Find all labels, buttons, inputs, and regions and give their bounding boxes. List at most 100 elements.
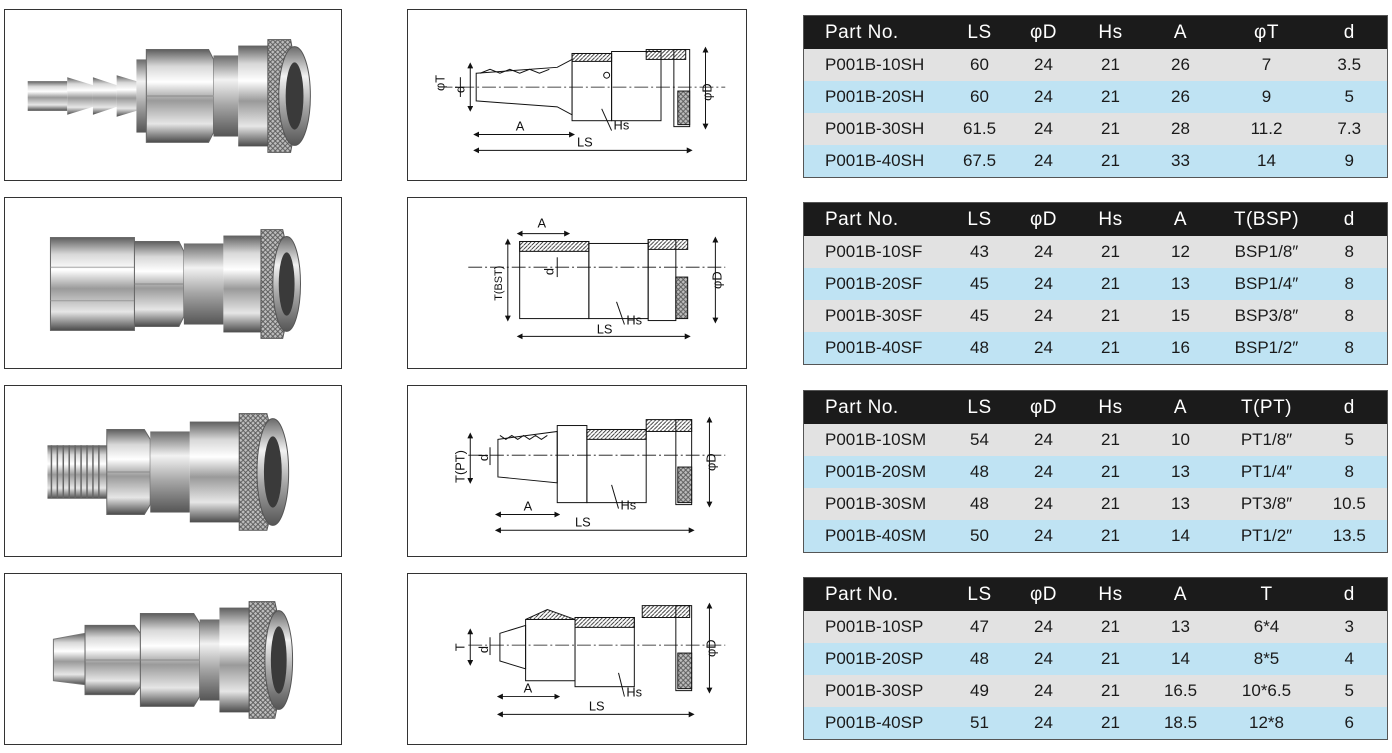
- technical-drawing-sf: A T(BST) d LS Hs φD: [407, 197, 747, 369]
- cell: 21: [1081, 300, 1140, 332]
- cell: 8*5: [1221, 643, 1312, 675]
- cell: 48: [953, 332, 1006, 365]
- part-number: P001B-40SM: [803, 520, 954, 553]
- cell: 4: [1311, 643, 1388, 675]
- part-number: P001B-30SM: [803, 488, 954, 520]
- female-thread-coupler-image: [49, 229, 301, 339]
- cell: 26: [1139, 49, 1222, 81]
- cell: 24: [1005, 675, 1082, 707]
- product-photo-sf: [4, 197, 342, 369]
- table-row: P001B-20SF 45 24 21 13 BSP1/4″ 8: [803, 268, 1388, 300]
- table-row: P001B-40SF 48 24 21 16 BSP1/2″ 8: [803, 332, 1388, 365]
- dim-label-ls: LS: [575, 514, 591, 529]
- part-number: P001B-10SP: [803, 611, 954, 643]
- cell: 60: [953, 81, 1006, 113]
- male-thread-coupler-image: [47, 413, 290, 531]
- cell: PT1/2″: [1221, 520, 1312, 553]
- cell: 21: [1081, 520, 1140, 553]
- col-header: A: [1139, 577, 1222, 611]
- col-header: d: [1311, 202, 1388, 236]
- cell: 61.5: [953, 113, 1006, 145]
- dim-label-hs: Hs: [626, 313, 642, 328]
- cell: BSP3/8″: [1221, 300, 1312, 332]
- part-number: P001B-20SF: [803, 268, 954, 300]
- col-header: φD: [1005, 15, 1082, 49]
- cell: 28: [1139, 113, 1222, 145]
- spec-table-sp: Part No. LS φD Hs A T d P001B-10SP 47 24…: [803, 577, 1388, 740]
- col-header: LS: [953, 390, 1006, 424]
- product-photo-sh: [4, 9, 342, 181]
- col-header: φD: [1005, 577, 1082, 611]
- cell: 8: [1311, 456, 1388, 488]
- col-header: Part No.: [803, 202, 954, 236]
- cell: 7.3: [1311, 113, 1388, 145]
- cell: 24: [1005, 81, 1082, 113]
- cell: 24: [1005, 268, 1082, 300]
- table-row: P001B-20SM 48 24 21 13 PT1/4″ 8: [803, 456, 1388, 488]
- col-header: A: [1139, 390, 1222, 424]
- table-row: P001B-30SF 45 24 21 15 BSP3/8″ 8: [803, 300, 1388, 332]
- part-number: P001B-30SP: [803, 675, 954, 707]
- table-row: P001B-10SF 43 24 21 12 BSP1/8″ 8: [803, 236, 1388, 268]
- cell: 21: [1081, 332, 1140, 365]
- part-number: P001B-30SF: [803, 300, 954, 332]
- col-header: T(BSP): [1221, 202, 1312, 236]
- cell: 24: [1005, 611, 1082, 643]
- spec-table-sh: Part No. LS φD Hs A φT d P001B-10SH 60 2…: [803, 15, 1388, 178]
- cell: 3.5: [1311, 49, 1388, 81]
- part-number: P001B-30SH: [803, 113, 954, 145]
- cell: 8: [1311, 332, 1388, 365]
- cell: 21: [1081, 49, 1140, 81]
- spec-table-sf: Part No. LS φD Hs A T(BSP) d P001B-10SF …: [803, 202, 1388, 365]
- table-row: P001B-20SH 60 24 21 26 9 5: [803, 81, 1388, 113]
- cell: 45: [953, 268, 1006, 300]
- cell: PT1/8″: [1221, 424, 1312, 456]
- table-row: P001B-40SP 51 24 21 18.5 12*8 6: [803, 707, 1388, 740]
- cell: 16: [1139, 332, 1222, 365]
- cell: 21: [1081, 145, 1140, 178]
- dim-label-ls: LS: [589, 698, 605, 713]
- part-number: P001B-40SP: [803, 707, 954, 740]
- part-number: P001B-10SM: [803, 424, 954, 456]
- dim-label-d: d: [452, 86, 467, 93]
- cell: 13.5: [1311, 520, 1388, 553]
- part-number: P001B-40SF: [803, 332, 954, 365]
- cell: 3: [1311, 611, 1388, 643]
- table-header-row: Part No. LS φD Hs A T d: [803, 577, 1388, 611]
- technical-drawing-sp: T d A LS Hs φD: [407, 573, 747, 745]
- table-row: P001B-20SP 48 24 21 14 8*5 4: [803, 643, 1388, 675]
- cell: 49: [953, 675, 1006, 707]
- cell: 21: [1081, 611, 1140, 643]
- table-header-row: Part No. LS φD Hs A T(BSP) d: [803, 202, 1388, 236]
- cell: 21: [1081, 707, 1140, 740]
- cell: 8: [1311, 300, 1388, 332]
- col-header: φD: [1005, 390, 1082, 424]
- table-row: P001B-30SM 48 24 21 13 PT3/8″ 10.5: [803, 488, 1388, 520]
- cell: 12*8: [1221, 707, 1312, 740]
- col-header: LS: [953, 202, 1006, 236]
- table-header-row: Part No. LS φD Hs A φT d: [803, 15, 1388, 49]
- cell: 6: [1311, 707, 1388, 740]
- cell: 13: [1139, 611, 1222, 643]
- table-row: P001B-40SH 67.5 24 21 33 14 9: [803, 145, 1388, 178]
- cell: 45: [953, 300, 1006, 332]
- spec-table-sm: Part No. LS φD Hs A T(PT) d P001B-10SM 5…: [803, 390, 1388, 553]
- dim-label-phi-d: φD: [709, 271, 724, 289]
- part-number: P001B-20SH: [803, 81, 954, 113]
- part-number: P001B-10SH: [803, 49, 954, 81]
- dim-label-ls: LS: [577, 134, 593, 149]
- technical-drawing-sh: φT d A LS Hs φD: [407, 9, 747, 181]
- col-header: Hs: [1081, 202, 1140, 236]
- dim-label-d: d: [476, 454, 491, 461]
- cell: 13: [1139, 456, 1222, 488]
- cell: BSP1/2″: [1221, 332, 1312, 365]
- cell: 21: [1081, 424, 1140, 456]
- cell: 51: [953, 707, 1006, 740]
- cell: 24: [1005, 49, 1082, 81]
- table-row: P001B-30SH 61.5 24 21 28 11.2 7.3: [803, 113, 1388, 145]
- cell: 5: [1311, 675, 1388, 707]
- dim-label-phi-d: φD: [699, 83, 714, 101]
- cell: 24: [1005, 332, 1082, 365]
- table-row: P001B-40SM 50 24 21 14 PT1/2″ 13.5: [803, 520, 1388, 553]
- product-photo-sm: [4, 385, 342, 557]
